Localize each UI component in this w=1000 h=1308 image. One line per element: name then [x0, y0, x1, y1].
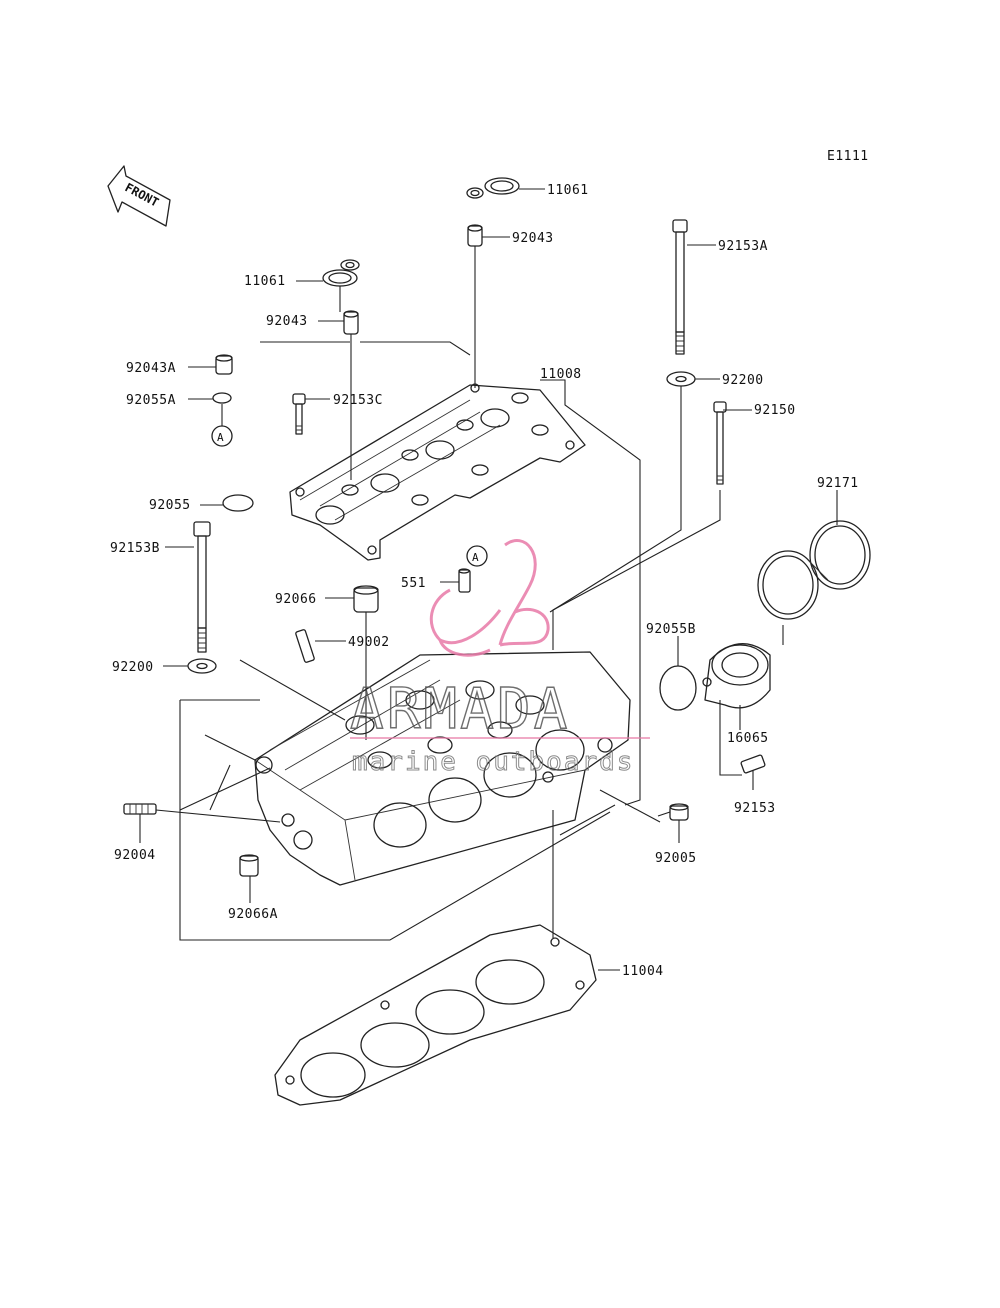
camshaft-holder-11008 — [289, 383, 586, 561]
bolt-92150 — [713, 401, 727, 485]
label-92043-left: 92043 — [266, 314, 308, 329]
label-92066a: 92066A — [228, 907, 278, 922]
reference-marker-a: A — [211, 425, 233, 447]
valve-guide-49002 — [295, 629, 315, 663]
label-11061-top: 11061 — [547, 183, 589, 198]
label-92043-top: 92043 — [512, 231, 554, 246]
bolt-92153c — [292, 393, 306, 435]
label-92005: 92005 — [655, 851, 697, 866]
label-92153: 92153 — [734, 801, 776, 816]
oil-seal-top — [466, 177, 520, 199]
armada-watermark: ARMADA marine outboards — [349, 539, 650, 778]
part-labels: 11061 92043 92153A 11061 92043 92043A 92… — [110, 183, 859, 979]
head-gasket-11004 — [274, 924, 597, 1106]
watermark-brand: ARMADA — [350, 677, 570, 742]
bolt-92153 — [740, 754, 766, 774]
o-ring-92055a — [212, 392, 232, 404]
label-92200-right: 92200 — [722, 373, 764, 388]
label-92171: 92171 — [817, 476, 859, 491]
label-92150: 92150 — [754, 403, 796, 418]
label-92153a: 92153A — [718, 239, 768, 254]
label-92043a: 92043A — [126, 361, 176, 376]
label-92200-left: 92200 — [112, 660, 154, 675]
svg-text:A: A — [472, 551, 479, 564]
label-92055: 92055 — [149, 498, 191, 513]
washer-92200-left — [187, 658, 217, 674]
label-11061-left: 11061 — [244, 274, 286, 289]
cylinder-head — [254, 651, 631, 886]
pin-551 — [458, 568, 471, 593]
watermark-tagline: marine outboards — [352, 747, 634, 777]
housing-16065 — [702, 642, 771, 709]
label-92153b: 92153B — [110, 541, 160, 556]
plug-92066 — [353, 585, 379, 613]
label-92055a: 92055A — [126, 393, 176, 408]
oil-seal-left — [322, 259, 360, 287]
label-92004: 92004 — [114, 848, 156, 863]
label-92153c: 92153C — [333, 393, 383, 408]
dowel-pin-92043a — [215, 354, 233, 375]
cap-92171 — [757, 520, 871, 620]
label-11008: 11008 — [540, 367, 582, 382]
fitting-92005 — [669, 803, 689, 821]
o-ring-92055b — [659, 665, 697, 711]
label-16065: 16065 — [727, 731, 769, 746]
o-ring-92055 — [222, 494, 254, 512]
svg-text:A: A — [217, 431, 224, 444]
leader-lines — [139, 188, 838, 971]
label-551: 551 — [401, 576, 426, 591]
washer-92200-right — [666, 371, 696, 387]
bolt-92153b — [193, 521, 211, 653]
label-92066: 92066 — [275, 592, 317, 607]
dowel-pin-top — [467, 224, 483, 247]
bolt-92153a — [672, 219, 688, 355]
figure-code: E1111 — [827, 149, 869, 164]
dowel-pin-left — [343, 310, 359, 335]
reference-marker-a-2: A — [466, 545, 488, 567]
front-arrow-icon: FRONT — [107, 165, 171, 227]
label-92055b: 92055B — [646, 622, 696, 637]
stud-92004 — [123, 803, 157, 815]
label-49002: 49002 — [348, 635, 390, 650]
label-11004: 11004 — [622, 964, 664, 979]
armada-logo-icon — [429, 539, 550, 657]
plug-92066a — [239, 854, 259, 877]
